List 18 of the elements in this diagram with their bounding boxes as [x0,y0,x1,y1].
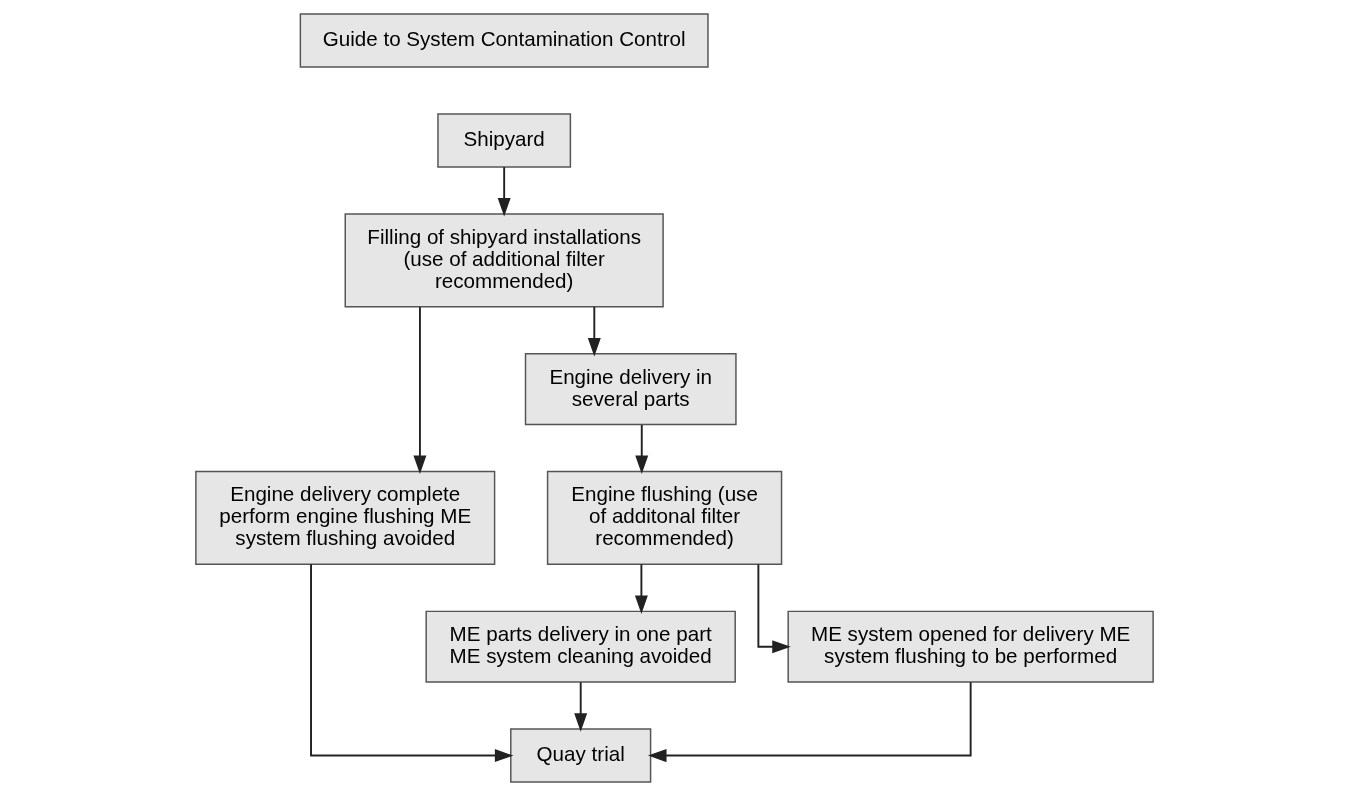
arrow [413,306,427,475]
arrow [757,563,791,654]
node-box: Engine delivery complete perform engine flushing ME system flushing avoided [195,470,496,565]
arrow [634,563,648,615]
arrow [310,563,514,763]
arrow [647,681,972,763]
node-box: Engine flushing (use of additonal filter recommended) [546,470,783,565]
node-box: Filling of shipyard installations (use of additional filter recommended) [344,213,664,308]
node-box: Guide to System Contamination Control [299,13,709,68]
arrow [574,681,588,732]
arrow [587,305,601,357]
arrow [635,424,649,475]
node-box: Quay trial [510,728,652,783]
node-box: ME parts delivery in one part ME system cleaning avoided [425,610,736,683]
node-box: ME system opened for delivery ME system flushing to be performed [787,610,1154,683]
node-box: Engine delivery in several parts [524,353,737,426]
arrow [497,166,511,217]
node-box: Shipyard [437,113,572,168]
